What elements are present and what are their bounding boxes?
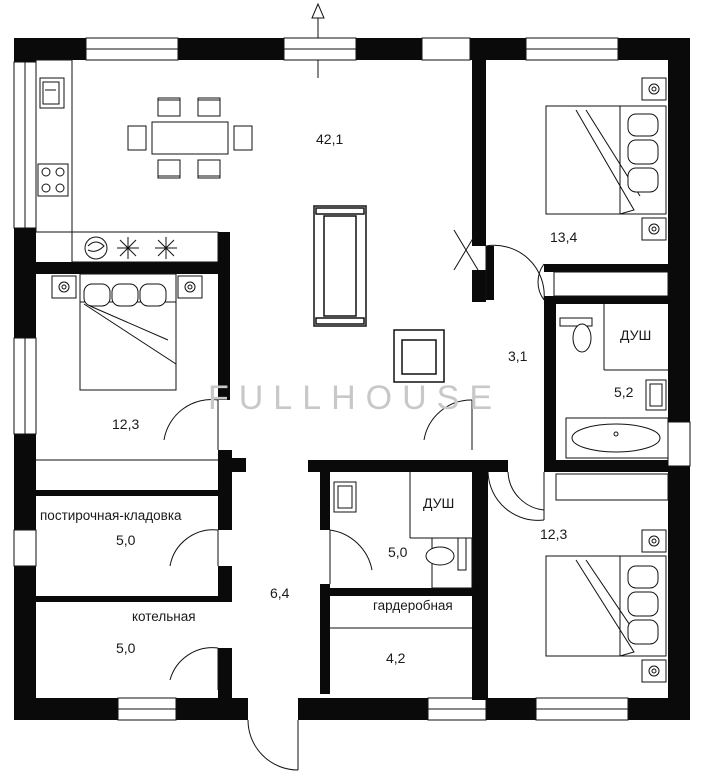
outer-walls [14,38,690,720]
bed-icon [545,105,667,215]
bed-icon [79,273,177,391]
room-area-bathroom-ne: 5,2 [614,384,634,400]
armchair-icon [393,329,445,383]
room-area-hall-east: 3,1 [508,348,528,364]
room-area-hall-center: 6,4 [270,585,290,601]
room-area-pantry: 5,0 [116,532,136,548]
lamp-icon [641,529,667,683]
watermark: FULLHOUSE [207,379,503,417]
sofa-icon [313,205,367,327]
lamp-icon [641,77,667,241]
toilet-icon [425,537,467,571]
room-area-bedroom-se: 12,3 [540,526,568,542]
stove-icon [37,163,69,197]
room-area-wardrobe: 4,2 [386,650,406,666]
doors [163,229,545,771]
room-name-boiler: котельная [132,609,196,624]
room-name-pantry: постирочная-кладовка [40,508,182,523]
toilet-icon [559,317,593,353]
room-name-bathroom-ne: ДУШ [620,327,652,343]
room-area-bedroom-w: 12,3 [112,416,140,432]
dining-table-icon [127,97,253,179]
room-area-bathroom-c: 5,0 [388,544,408,560]
room-area-living: 42,1 [316,131,344,147]
windows [13,37,691,721]
sink-icon [645,379,667,411]
room-area-bedroom-ne: 13,4 [550,229,578,245]
bathtub-icon [565,417,669,459]
lamp-icon [51,275,203,299]
sink-icon [39,77,65,109]
room-name-wardrobe: гардеробная [373,598,453,613]
snowflake-icon [84,236,177,260]
room-name-bathroom-c: ДУШ [423,495,455,511]
interior-walls [36,58,668,700]
sink-icon [333,481,357,513]
bed-icon [545,555,667,657]
room-area-boiler: 5,0 [116,640,136,656]
